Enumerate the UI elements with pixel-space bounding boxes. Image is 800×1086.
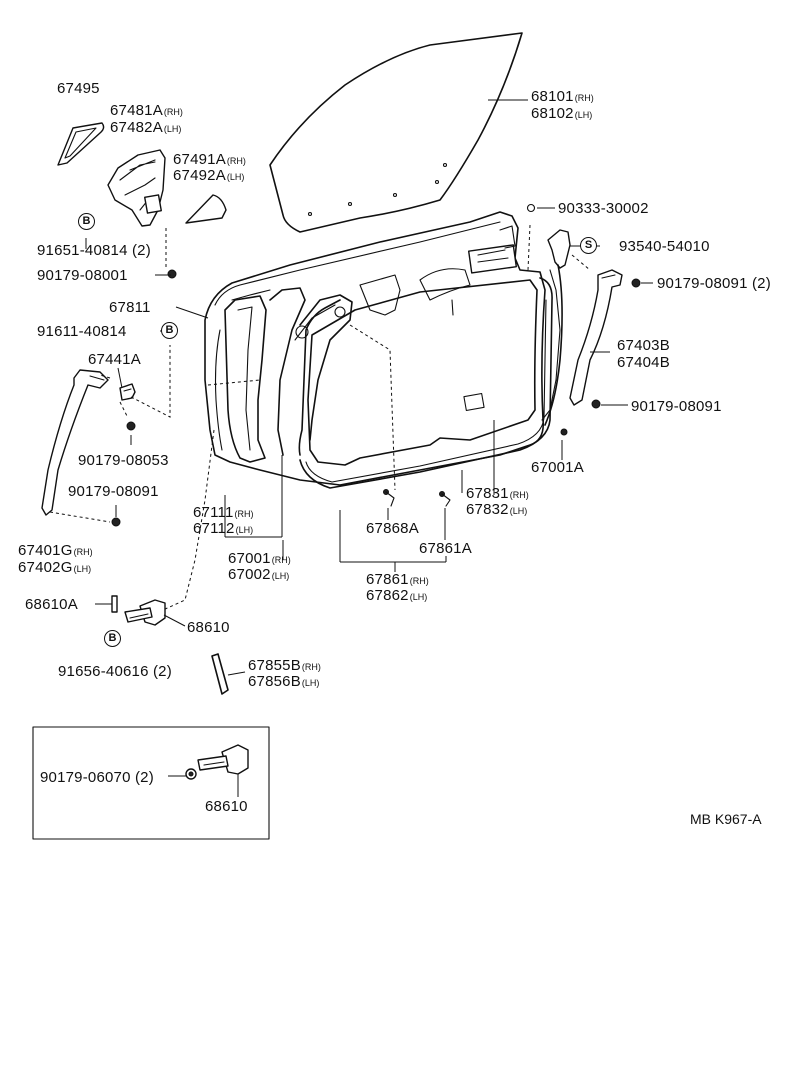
- weatherstrip: [298, 299, 341, 456]
- label-67404B: 67404B: [617, 354, 670, 371]
- label-90179-08091-left: 90179-08091: [68, 483, 159, 500]
- label-68610A: 68610A: [25, 596, 78, 613]
- label-67811: 67811: [109, 299, 151, 316]
- label-67832: 67832(LH): [466, 501, 528, 518]
- mirror-bracket: [107, 149, 166, 227]
- label-68610: 68610: [187, 619, 230, 636]
- label-93540-54010: 93540-54010: [619, 238, 710, 255]
- label-67403B: 67403B: [617, 337, 670, 354]
- door-channel: [547, 229, 571, 269]
- label-90179-08001: 90179-08001: [37, 267, 128, 284]
- marker-b-3: B: [104, 630, 121, 647]
- label-67855B: 67855B(RH): [248, 657, 321, 674]
- marker-b-2: B: [161, 322, 178, 339]
- bracket-67441A: [119, 383, 136, 401]
- label-67481A: 67481A(RH): [110, 102, 183, 119]
- label-90333-30002: 90333-30002: [558, 200, 649, 217]
- trim-panel: [307, 279, 538, 466]
- label-67495: 67495: [57, 80, 100, 97]
- label-90179-06070: 90179-06070 (2): [40, 769, 154, 786]
- inset-box: [32, 726, 270, 840]
- label-67492A: 67492A(LH): [173, 167, 245, 184]
- label-67482A: 67482A(LH): [110, 119, 182, 136]
- small-weatherstrip: [211, 653, 229, 695]
- label-67441A: 67441A: [88, 351, 141, 368]
- label-90179-08091: 90179-08091: [631, 398, 722, 415]
- label-90179-08053: 90179-08053: [78, 452, 169, 469]
- diagram-reference: MB K967-A: [690, 811, 762, 827]
- label-67001A: 67001A: [531, 459, 584, 476]
- label-67868A: 67868A: [366, 520, 419, 537]
- label-90179-08091-2: 90179-08091 (2): [657, 275, 771, 292]
- label-67491A: 67491A(RH): [173, 151, 246, 168]
- label-67402G: 67402G(LH): [18, 559, 92, 576]
- weatherstrip-bottom: [299, 277, 553, 489]
- marker-s: S: [580, 237, 597, 254]
- label-91651-40814: 91651-40814 (2): [37, 242, 151, 259]
- label-68101: 68101(RH): [531, 88, 594, 105]
- hinge-arm-right: [569, 269, 623, 406]
- label-67861A: 67861A: [419, 540, 472, 557]
- label-91611-40814: 91611-40814: [37, 323, 127, 340]
- hinge-arm-left: [41, 369, 109, 516]
- label-67111: 67111(RH): [193, 504, 254, 521]
- inset-hinge: [221, 744, 249, 775]
- label-67856B: 67856B(LH): [248, 673, 320, 690]
- triangle-trim: [185, 194, 227, 224]
- label-67002: 67002(LH): [228, 566, 290, 583]
- label-67831: 67831(RH): [466, 485, 529, 502]
- door-glass: [269, 32, 523, 233]
- label-67112: 67112(LH): [193, 520, 254, 537]
- label-67861: 67861(RH): [366, 571, 429, 588]
- label-67401G: 67401G(RH): [18, 542, 93, 559]
- label-68102: 68102(LH): [531, 105, 593, 122]
- label-68610-inset: 68610: [205, 798, 248, 815]
- label-67001: 67001(RH): [228, 550, 291, 567]
- marker-b-1: B: [78, 213, 95, 230]
- label-67862: 67862(LH): [366, 587, 428, 604]
- label-91656-40616: 91656-40616 (2): [58, 663, 172, 680]
